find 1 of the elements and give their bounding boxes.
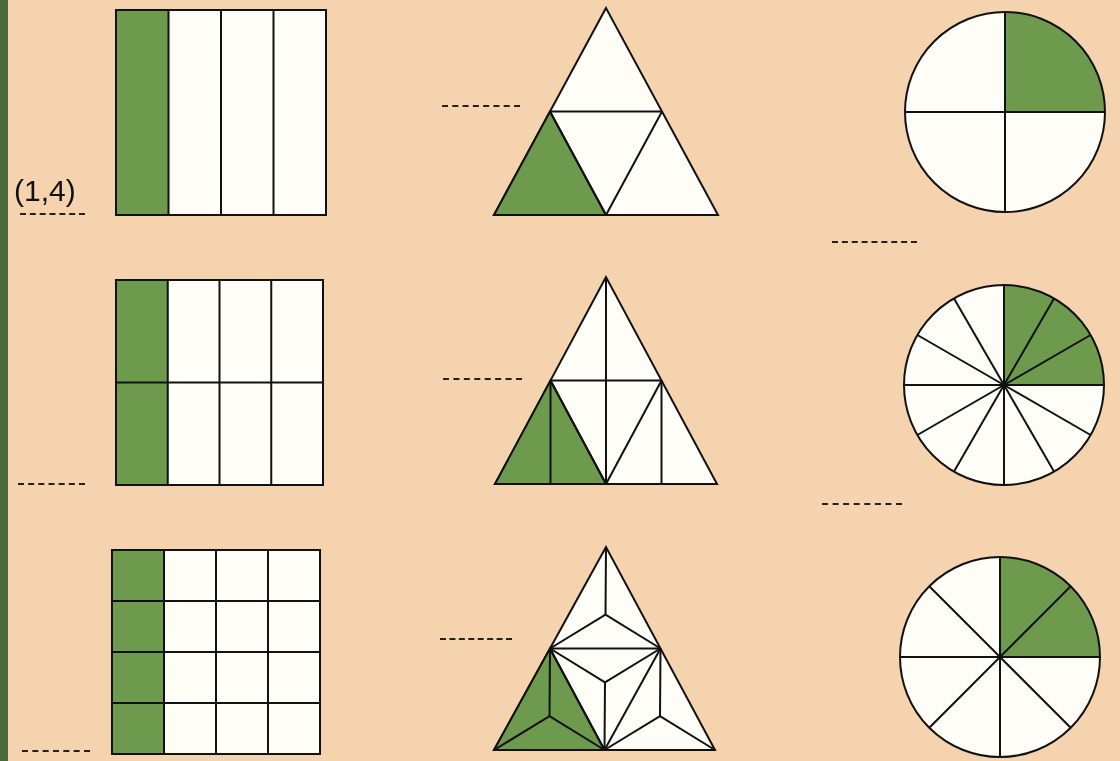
- fraction-label: (1,4): [14, 174, 76, 208]
